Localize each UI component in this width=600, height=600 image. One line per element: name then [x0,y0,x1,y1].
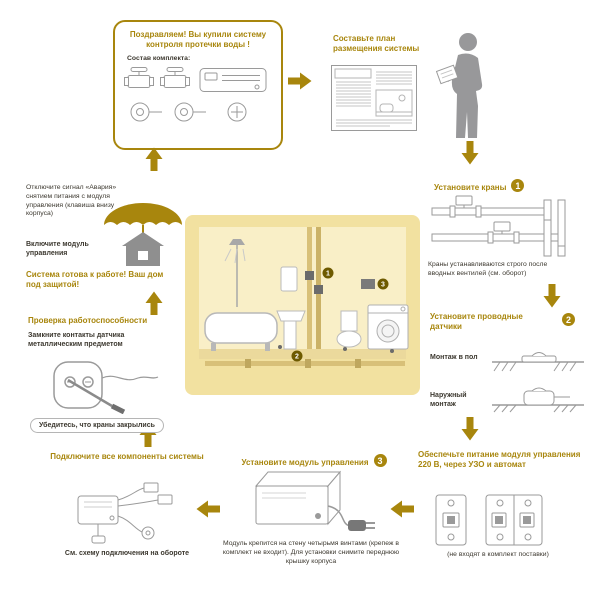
svg-text:3: 3 [381,282,385,289]
sensors-step-badge: 2 [562,313,575,326]
finish-off-instruction: Отключите сигнал «Авария» снятием питани… [26,184,117,218]
connect-title: Подключите все компоненты системы [50,452,204,461]
wiring-diagram-illustration [77,482,173,544]
scene-marker-module: 3 [377,278,389,290]
floor-mount-label: Монтаж в пол [430,354,478,361]
module-note: Модуль крепится на стену четырьмя винтам… [222,540,400,565]
scene-marker-valves: 1 [322,267,334,279]
sensor-test-illustration [53,361,159,414]
kit-contents-label: Состав комплекта: [127,55,191,62]
valves-note: Краны устанавливаются строго после вводн… [428,261,548,277]
module-step-badge: 3 [373,454,387,468]
bathroom-scene-illustration: 1 2 3 [185,215,420,395]
sensors-title: Установите проводные датчики [430,312,523,331]
svg-text:1: 1 [326,271,330,278]
module-title-row: Установите модуль управления 3 [222,452,406,470]
panel-kit: Поздравляем! Вы купили систему контроля … [113,20,283,150]
plan-document-illustration [331,65,417,131]
flow-arrow-plan-to-valves [461,141,479,165]
valves-pipes-illustration [431,195,566,257]
power-note: (не входят в комплект поставки) [447,551,549,558]
check-title: Проверка работоспособности [28,316,148,325]
flow-arrow-kit-to-plan [288,72,312,90]
surface-mount-label: Наружный монтаж [430,392,467,409]
plan-title: Составьте план размещения системы [333,34,420,53]
valves-step-badge: 1 [511,179,525,193]
valves-title: Установите краны [434,183,507,192]
kit-components-illustration [124,67,267,122]
finish-ready-text: Система готова к работе! Ваш дом под защ… [26,270,164,289]
congrats-title: Поздравляем! Вы купили систему контроля … [129,30,267,49]
sensors-title-row: Установите проводные датчики 2 [430,312,584,334]
check-instruction: Замкните контакты датчика металлическим … [28,332,125,349]
flow-arrow-valves-to-sensors [543,284,561,308]
check-note-box: Убедитесь, что краны закрылись [30,414,164,433]
connect-note: См. схему подключения на обороте [64,550,190,557]
check-note: Убедитесь, что краны закрылись [30,418,164,433]
flow-arrow-finish-to-kit [145,147,163,171]
flow-arrow-sensors-to-power [461,417,479,441]
person-reading-plan-illustration [436,33,483,138]
flow-arrow-check-to-finish [145,291,163,315]
surface-mount-sensor-illustration [492,387,584,413]
scene-marker-sensors: 2 [291,350,303,362]
finish-on-instruction: Включите модуль управления [26,241,89,258]
circuit-breakers-illustration [435,494,543,546]
module-title: Установите модуль управления [241,458,369,467]
control-module-illustration [254,470,375,531]
valves-title-row: Установите краны 1 [434,177,586,195]
power-title: Обеспечьте питание модуля управления 220… [418,450,581,469]
flow-arrow-module-to-connect [196,500,220,518]
floor-mount-sensor-illustration [492,352,584,372]
flow-arrow-power-to-module [390,500,414,518]
svg-text:2: 2 [295,354,299,361]
umbrella-house-icon [104,203,182,266]
